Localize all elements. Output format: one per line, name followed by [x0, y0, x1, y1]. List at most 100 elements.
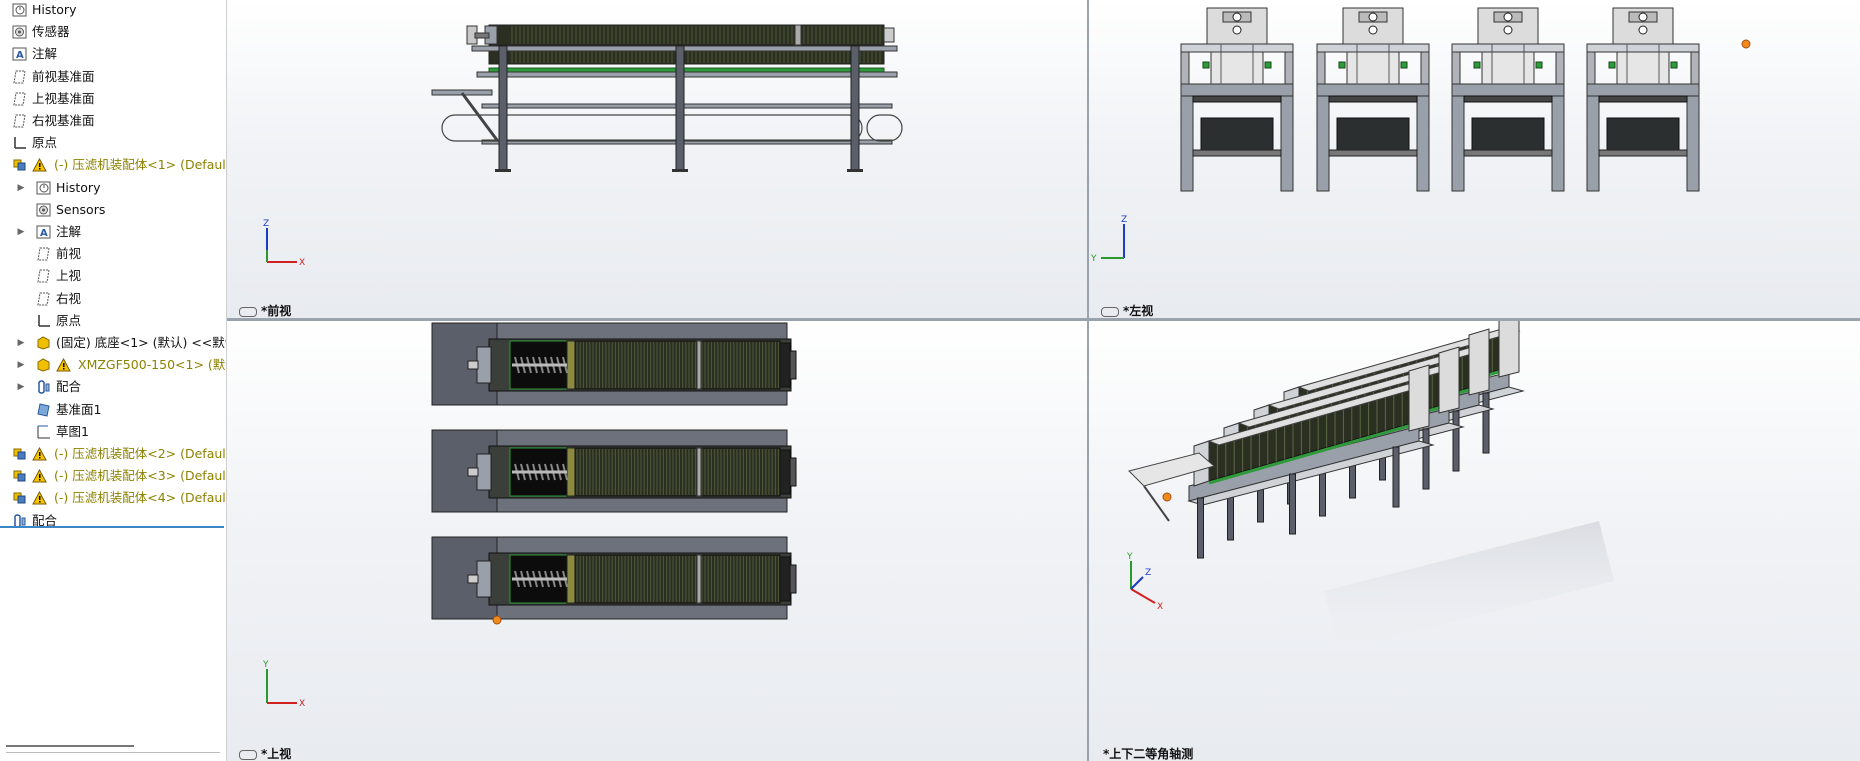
tree-item[interactable]: 原点 [0, 133, 226, 153]
link-view-icon [239, 306, 257, 317]
tree-item-label: Sensors [56, 201, 106, 217]
annotation-icon: A [36, 225, 51, 239]
tree-item[interactable]: A 注解 [0, 44, 226, 64]
left-unit [1586, 7, 1700, 192]
mate-icon [36, 380, 51, 395]
tree-item-label: 原点 [56, 312, 82, 328]
tree-item-label: 基准面1 [56, 401, 102, 417]
tree-item[interactable]: 右视 [0, 289, 226, 309]
tree-item[interactable]: Sensors [0, 200, 226, 220]
tree-item-label: (-) 压滤机装配体<4> (Default) [54, 490, 227, 506]
viewport-label-iso: *上下二等角轴测 [1103, 747, 1194, 761]
plane-icon [12, 70, 27, 84]
axis-triad-top: Y X [262, 660, 305, 709]
tree-item[interactable]: 基准面1 [0, 400, 226, 420]
viewport-left[interactable]: Z Y *左视 [1089, 0, 1860, 318]
tree-item[interactable]: 前视 [0, 244, 226, 264]
top-machine-units [431, 322, 797, 620]
tree-item-label: (-) 压滤机装配体<1> (Default) [54, 157, 227, 173]
tree-item[interactable]: 草图1 [0, 422, 226, 442]
viewport-horizontal-splitter[interactable] [227, 318, 1860, 321]
tree-item[interactable]: History [0, 0, 226, 20]
assembly-icon [12, 491, 27, 505]
tree-item[interactable]: 原点 [0, 311, 226, 331]
tree-item-label: (-) 压滤机装配体<2> (Default) [54, 446, 227, 461]
tree-item[interactable]: 上视基准面 [0, 89, 226, 109]
left-machine-units [1180, 7, 1700, 192]
plane-icon [36, 292, 51, 306]
origin-marker [492, 615, 502, 625]
iso-view-drawing: Y X Z [1126, 321, 1614, 651]
link-view-icon [1101, 306, 1119, 317]
tree-item-label: XMZGF500-150<1> (默认 [78, 357, 227, 373]
tree-item-label: 草图1 [56, 423, 89, 439]
tree-item-label: 前视 [56, 246, 82, 262]
plane-icon [36, 269, 51, 283]
viewport-label-front: *前视 [239, 302, 291, 318]
tree-item[interactable]: 上视 [0, 266, 226, 286]
axis-label-z: Z [1121, 215, 1127, 225]
tree-item[interactable]: (-) 压滤机装配体<2> (Default) [0, 444, 226, 464]
viewport-front[interactable]: Z X *前视 [227, 0, 1087, 318]
annotation-icon: A [12, 47, 27, 61]
svg-text:A: A [16, 50, 24, 61]
tree-item[interactable]: 配合 [0, 511, 226, 531]
svg-text:A: A [40, 228, 48, 239]
expand-arrow-icon[interactable]: ▶ [17, 227, 25, 237]
tree-item[interactable]: 传感器 [0, 22, 226, 42]
plane-icon [36, 247, 51, 261]
iso-machine-units [1128, 321, 1525, 559]
left-view-drawing: Z Y [1090, 7, 1751, 264]
axis-triad-left: Z Y [1090, 215, 1127, 264]
viewport-label-top: *上视 [239, 745, 291, 761]
tree-item[interactable]: 右视基准面 [0, 111, 226, 131]
viewport-iso[interactable]: Y X Z *上下二等角轴测 [1089, 321, 1860, 761]
viewport-label-left: *左视 [1101, 302, 1153, 318]
tree-item-label: 配合 [56, 379, 82, 395]
axis-triad-front: Z X [263, 219, 305, 268]
tree-horizontal-scrollbar[interactable] [6, 745, 134, 747]
sketch-icon [36, 425, 51, 439]
origin-marker [1741, 39, 1751, 49]
tree-scroll-track [6, 752, 220, 753]
tree-item[interactable]: ▶ XMZGF500-150<1> (默认 [0, 355, 226, 375]
axis-triad-iso: Y X Z [1126, 552, 1163, 612]
tree-item[interactable]: ▶ 配合 [0, 377, 226, 397]
front-machine [431, 24, 903, 172]
tree-item[interactable]: (-) 压滤机装配体<1> (Default) [0, 155, 226, 175]
top-view-drawing: Y X [262, 322, 797, 709]
tree-item[interactable]: ▶(固定) 底座<1> (默认) <<默认 [0, 333, 226, 353]
tree-item-label: 传感器 [32, 24, 70, 40]
expand-arrow-icon[interactable]: ▶ [17, 338, 25, 348]
warning-icon [32, 469, 47, 483]
axis-label-y: Y [1090, 254, 1097, 264]
expand-arrow-icon[interactable]: ▶ [17, 182, 25, 193]
tree-item-label: 注解 [32, 46, 58, 62]
warning-icon [32, 491, 47, 505]
axis-label-x: X [1157, 602, 1163, 612]
left-unit [1316, 7, 1430, 192]
tree-item[interactable]: (-) 压滤机装配体<3> (Default) [0, 466, 226, 486]
axis-label-z: Z [1145, 568, 1151, 578]
tree-item-label: (-) 压滤机装配体<3> (Default) [54, 468, 227, 484]
assembly-icon [12, 158, 27, 172]
assembly-icon [12, 469, 27, 483]
axis-label-y: Y [262, 660, 269, 670]
expand-arrow-icon[interactable]: ▶ [17, 382, 25, 393]
tree-item[interactable]: 前视基准面 [0, 67, 226, 87]
plane-icon [12, 114, 27, 128]
tree-item-label: 配合 [32, 512, 58, 528]
tree-item[interactable]: (-) 压滤机装配体<4> (Default) [0, 488, 226, 508]
origin-icon [12, 136, 27, 150]
left-unit [1451, 7, 1565, 192]
tree-item-label: 前视基准面 [32, 68, 95, 84]
mate-icon [12, 513, 27, 528]
viewport-top[interactable]: Y X *上视 [227, 321, 1087, 761]
axis-label-x: X [299, 699, 305, 709]
plane-icon [12, 92, 27, 106]
tree-item[interactable]: ▶History [0, 178, 226, 198]
viewport-vertical-splitter[interactable] [1087, 0, 1089, 761]
expand-arrow-icon[interactable]: ▶ [17, 360, 25, 371]
